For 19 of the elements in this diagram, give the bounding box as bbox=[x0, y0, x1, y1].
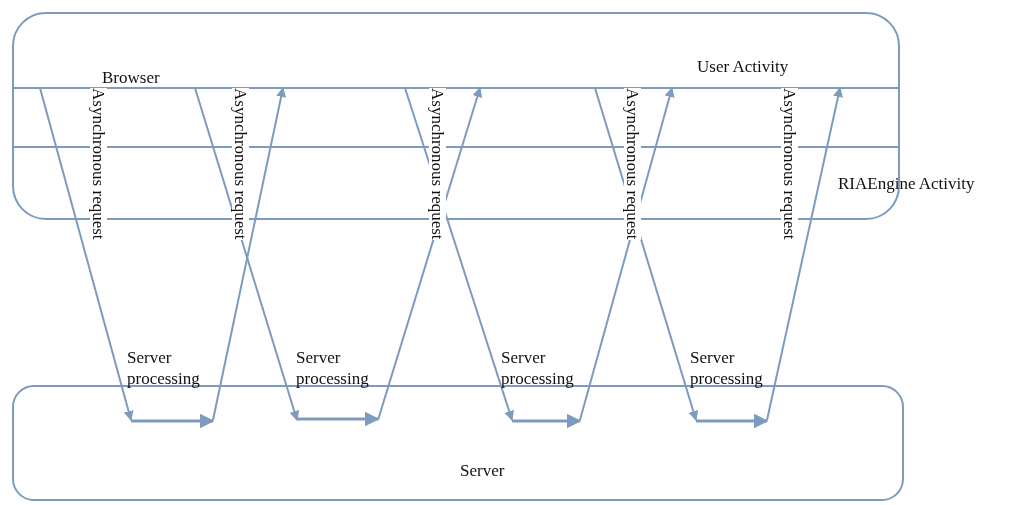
arrow bbox=[194, 87, 300, 421]
message-label: Asynchronous request bbox=[429, 88, 446, 240]
box-title: Server bbox=[460, 461, 505, 481]
message-label: Asynchronous request bbox=[90, 88, 107, 240]
lifeline-label: RIAEngine Activity bbox=[838, 173, 975, 195]
duration-label: Server processing bbox=[690, 347, 764, 390]
message-label: Asynchronous request bbox=[781, 88, 798, 240]
arrow bbox=[39, 87, 134, 421]
arrow bbox=[212, 87, 287, 421]
box-title: Browser bbox=[102, 68, 160, 88]
arrow bbox=[579, 87, 675, 421]
duration-label: Server processing bbox=[296, 347, 370, 390]
duration-label: Server processing bbox=[501, 347, 575, 390]
duration-label: Server processing bbox=[127, 347, 201, 390]
message-label: Asynchronous request bbox=[232, 88, 249, 240]
message-label: Asynchronous request bbox=[624, 88, 641, 240]
lifeline-label: User Activity bbox=[697, 56, 789, 78]
arrow bbox=[766, 87, 843, 421]
arrow bbox=[377, 87, 483, 421]
